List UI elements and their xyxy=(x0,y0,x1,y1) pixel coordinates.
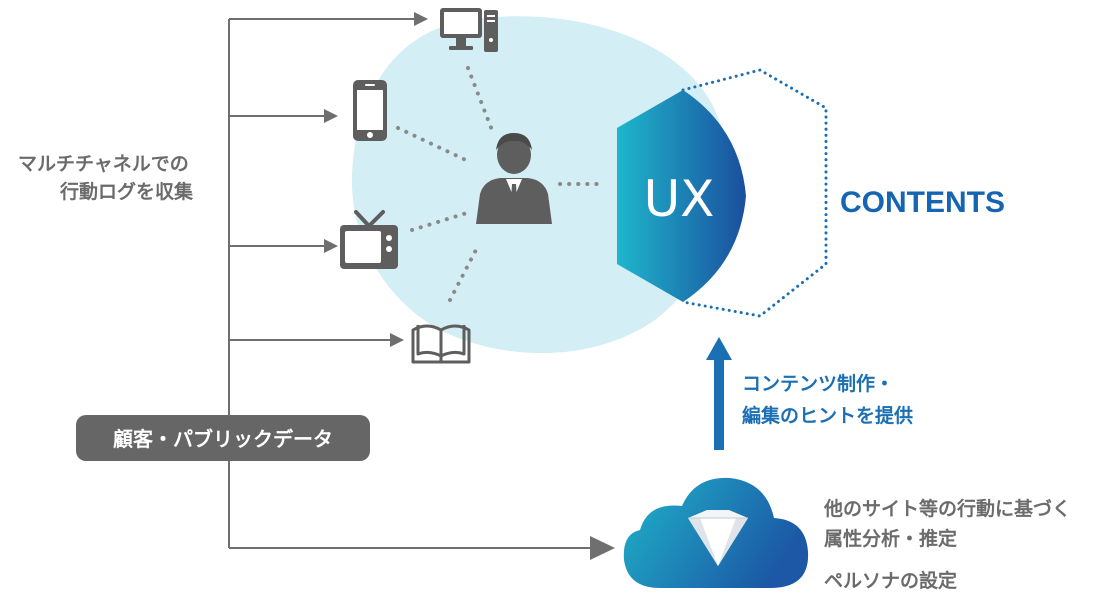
contents-label: CONTENTS xyxy=(840,186,1005,219)
collection-arrowheads xyxy=(324,12,615,560)
hint-label-line1: コンテンツ制作・ xyxy=(742,372,894,395)
smartphone-icon xyxy=(353,80,387,141)
analysis-label-line2: 属性分析・推定 xyxy=(824,527,957,550)
collection-label-line2: 行動ログを収集 xyxy=(59,180,194,203)
television-icon xyxy=(340,210,398,269)
data-source-badge xyxy=(76,415,370,461)
hint-arrow xyxy=(706,337,732,450)
book-icon xyxy=(411,324,471,364)
analysis-label-line3: ペルソナの設定 xyxy=(824,569,957,592)
hint-label-line2: 編集のヒントを提供 xyxy=(742,404,913,427)
ux-hexagon xyxy=(617,90,746,302)
analysis-label-line1: 他のサイト等の行動に基づく xyxy=(823,497,1071,520)
person-icon xyxy=(476,133,552,224)
analysis-arrowhead xyxy=(590,536,615,560)
contents-hexagon-outline xyxy=(681,68,828,318)
ux-label: UX xyxy=(644,170,715,228)
dotted-connectors xyxy=(396,66,602,302)
collection-label-line1: マルチチャネルでの xyxy=(18,153,189,175)
data-source-badge-label: 顧客・パブリックデータ xyxy=(113,427,333,451)
desktop-computer-icon xyxy=(440,8,498,52)
diamond-icon xyxy=(688,510,748,566)
